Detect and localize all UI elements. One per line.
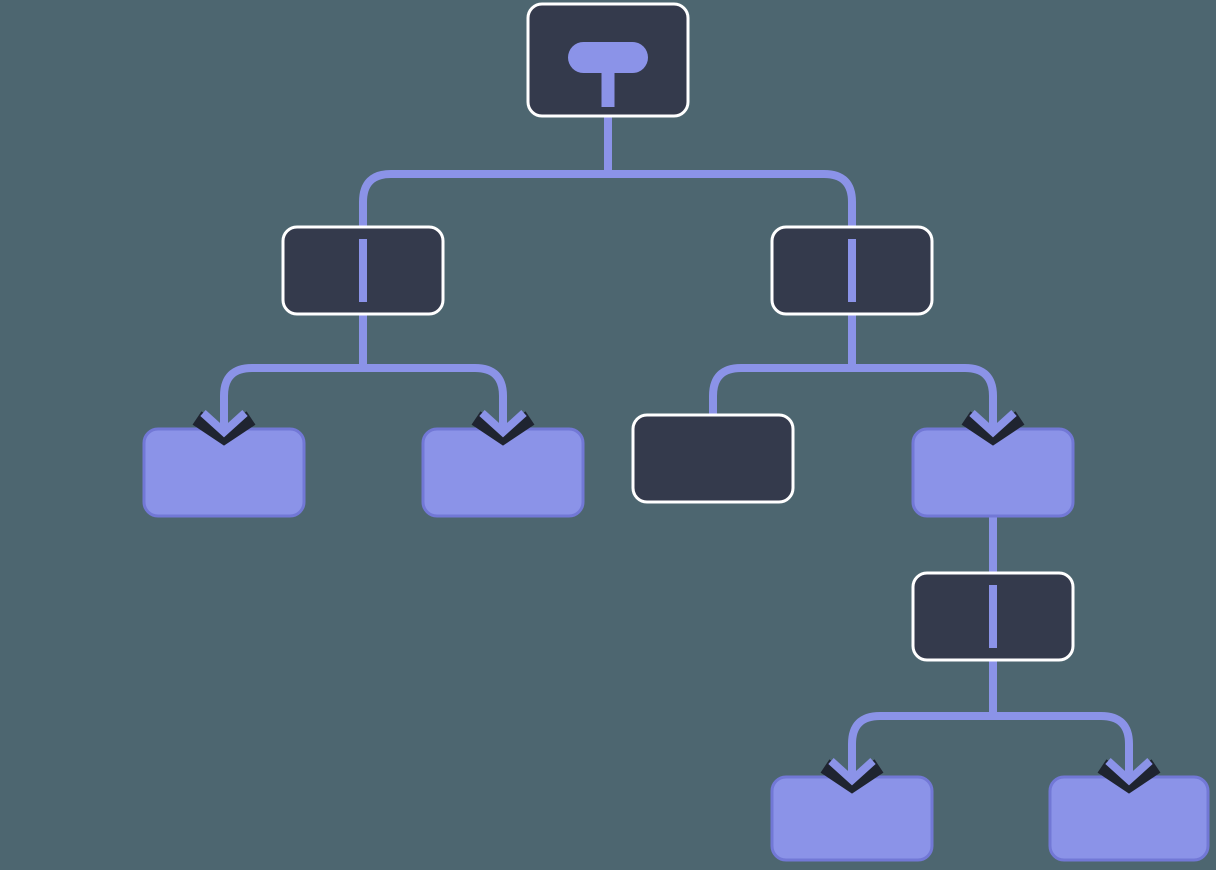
chevron-down-arrow-icon [1097,751,1161,794]
connector-rail [848,712,1133,761]
connector-rail [709,364,997,417]
icons-layer [192,42,1161,794]
chevron-down-arrow-icon [471,403,535,446]
split-divider-icon [989,585,997,648]
split-divider-icon [848,239,856,302]
connector-rail [359,170,856,229]
nodes-layer [142,2,1210,862]
chevron-down-arrow-icon [961,403,1025,446]
edges-layer [220,114,1133,761]
root-pill-icon [568,42,648,107]
chevron-down-arrow-icon [192,403,256,446]
connector-rail [220,364,507,413]
split-divider-icon [359,239,367,302]
chevron-down-arrow-icon [820,751,884,794]
leaf-node-dark [631,413,795,504]
